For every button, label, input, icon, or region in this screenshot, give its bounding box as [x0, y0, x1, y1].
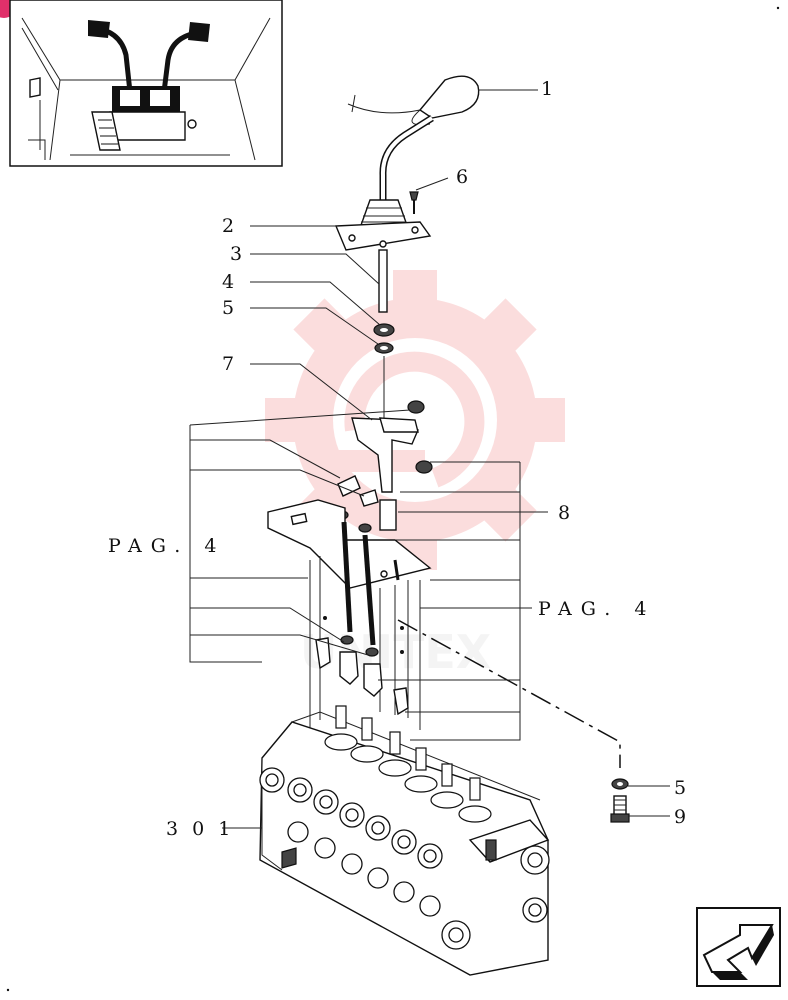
callout-8: 8	[558, 502, 570, 524]
callout-9: 9	[674, 806, 686, 828]
callout-3: 3	[230, 243, 242, 265]
callout-6: 6	[456, 166, 468, 188]
part-9-bolt	[610, 795, 630, 823]
threaded-rods	[315, 521, 409, 716]
callout-leaders	[222, 89, 670, 829]
callout-1: 1	[541, 78, 553, 100]
callout-4: 4	[222, 271, 234, 293]
part-1-lever-knob	[347, 75, 480, 205]
margin-dot	[6, 988, 10, 992]
part-5-lower-washer	[611, 778, 629, 790]
support-frame	[309, 556, 421, 735]
next-page-button[interactable]	[696, 907, 781, 987]
part-5-washer	[374, 342, 394, 354]
callout-5-lower: 5	[674, 777, 686, 799]
callout-301: 3 0 1	[166, 818, 234, 840]
pag-ref-right-brackets	[378, 461, 532, 741]
pag-ref-left-brackets	[189, 409, 411, 663]
part-3-rod	[378, 249, 388, 313]
part-6-screw	[409, 191, 419, 214]
part-8-clevis-joints	[335, 475, 397, 533]
dash-dot-leader	[397, 619, 621, 768]
page-ref-left[interactable]: PAG. 4	[108, 535, 225, 557]
callout-7: 7	[222, 353, 234, 375]
part-2-boot-plate	[334, 199, 432, 251]
callout-5: 5	[222, 297, 234, 319]
part-7-bracket	[351, 400, 433, 493]
page-ref-right[interactable]: PAG. 4	[538, 598, 655, 620]
margin-dot	[776, 6, 780, 10]
part-4-nut	[373, 323, 395, 337]
cab-inset-thumbnail	[9, 0, 283, 167]
mounting-plate	[267, 499, 432, 589]
part-301-control-valve	[259, 705, 550, 976]
next-page-arrow-icon	[702, 924, 774, 980]
callout-2: 2	[222, 215, 234, 237]
